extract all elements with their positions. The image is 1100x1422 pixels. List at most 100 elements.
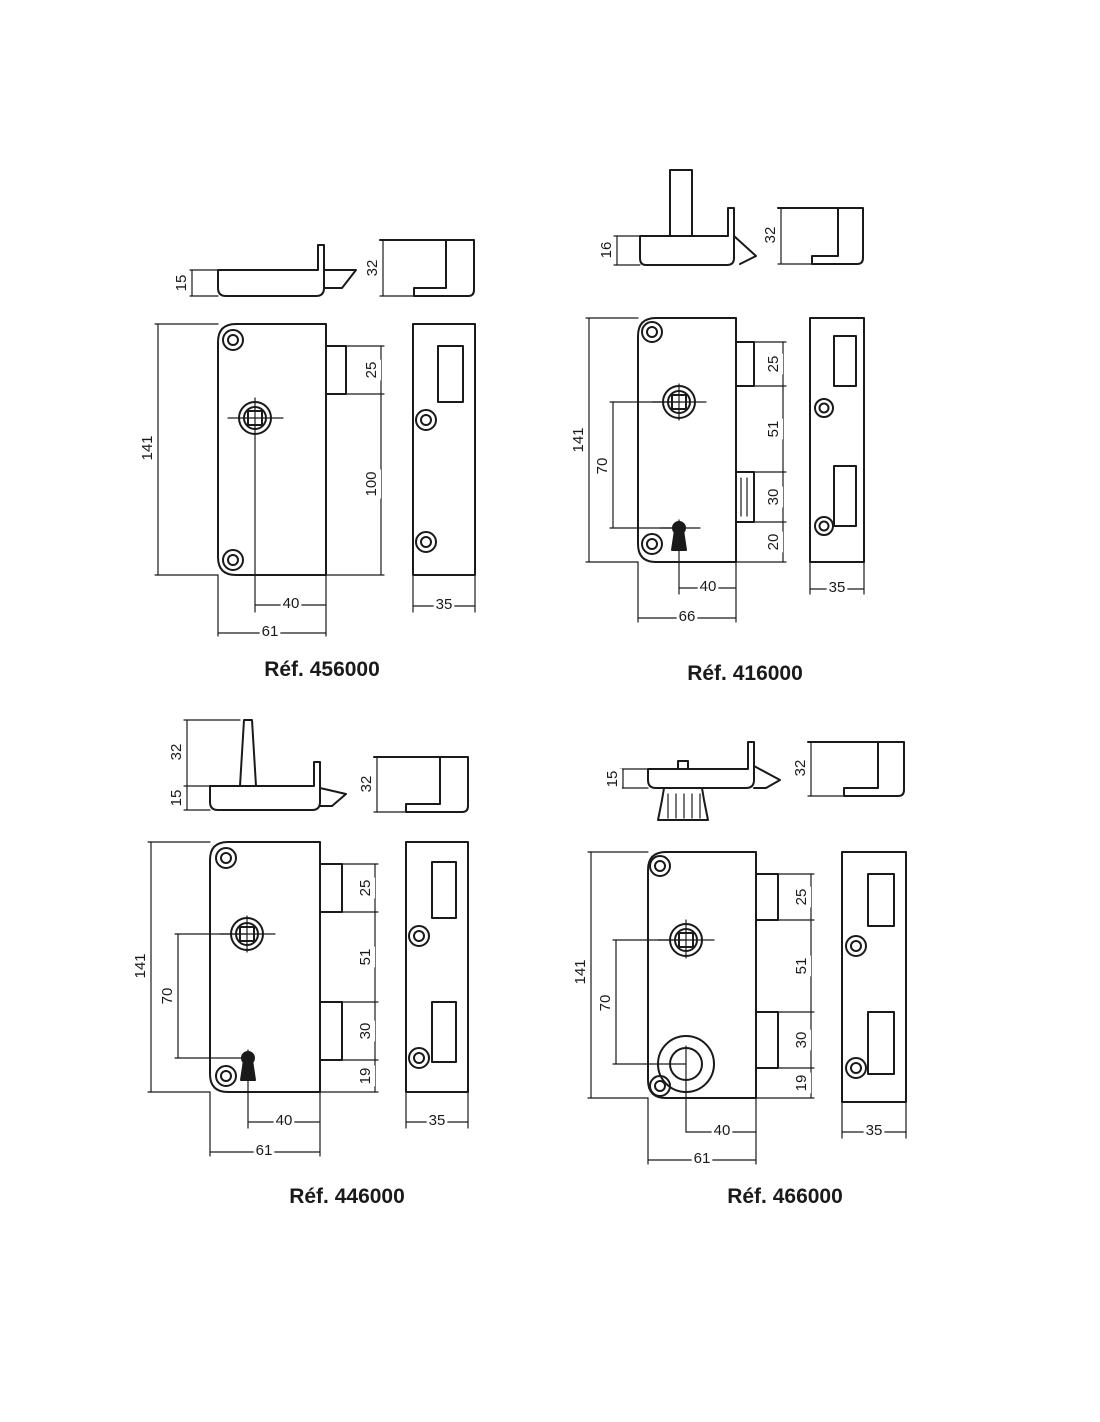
label-backing — [356, 1020, 375, 1042]
label-backing — [711, 1121, 733, 1140]
label-backing — [362, 469, 381, 499]
dim-lower-bolt: 30 — [793, 1032, 810, 1049]
dim-depth: 32 — [358, 776, 375, 793]
dim-plate: 15 — [168, 790, 185, 807]
strike-side-view: 32 — [791, 741, 905, 797]
dim-bottom: 19 — [793, 1075, 810, 1092]
label-backing — [273, 1111, 295, 1130]
dim-key-offset: 40 — [276, 1112, 293, 1129]
dim-plate: 15 — [604, 771, 621, 788]
label-backing — [792, 1072, 811, 1094]
knob-symbol — [657, 1035, 715, 1133]
dim-height: 141 — [132, 953, 149, 978]
keyhole-symbol — [240, 1049, 256, 1129]
label-backing — [792, 886, 811, 908]
dim-key-to-cylinder: 70 — [597, 995, 614, 1012]
reference-label: Réf. 466000 — [727, 1185, 843, 1208]
label-backing — [761, 224, 780, 246]
drawing-446000: 32 15 32 — [131, 719, 469, 1208]
label-backing — [603, 768, 622, 790]
dim-top-bolt: 25 — [793, 889, 810, 906]
dim-strike-width: 35 — [829, 579, 846, 596]
label-backing — [158, 985, 177, 1007]
side-view: 32 15 — [167, 719, 347, 811]
label-backing — [280, 594, 302, 613]
dim-width: 61 — [256, 1142, 273, 1159]
drawing-466000: 15 32 — [571, 741, 907, 1208]
strike-side-view: 32 — [363, 239, 475, 297]
dim-strike-width: 35 — [866, 1122, 883, 1139]
drawing-456000: 15 32 141 — [138, 239, 476, 681]
label-backing — [764, 418, 783, 440]
dim-top-bolt: 25 — [363, 362, 380, 379]
label-backing — [792, 1029, 811, 1051]
dim-width: 66 — [679, 608, 696, 625]
dim-lower-bolt: 30 — [765, 489, 782, 506]
label-backing — [597, 239, 616, 261]
reference-label: Réf. 416000 — [687, 662, 803, 685]
dim-width: 61 — [694, 1150, 711, 1167]
label-backing — [791, 757, 810, 779]
label-backing — [357, 773, 376, 795]
dim-key-to-cylinder: 70 — [594, 458, 611, 475]
cylinder-symbol — [657, 919, 715, 959]
dim-height: 141 — [572, 959, 589, 984]
dim-strike-width: 35 — [429, 1112, 446, 1129]
label-backing — [676, 607, 698, 626]
side-view: 16 — [597, 169, 757, 266]
label-backing — [691, 1149, 713, 1168]
label-backing — [433, 595, 455, 614]
side-view: 15 — [603, 741, 781, 821]
label-backing — [596, 992, 615, 1014]
dim-bottom: 19 — [357, 1068, 374, 1085]
label-backing — [593, 455, 612, 477]
label-backing — [356, 877, 375, 899]
label-backing — [569, 425, 588, 455]
label-backing — [764, 353, 783, 375]
dim-bolt-gap: 51 — [765, 421, 782, 438]
dim-depth: 32 — [364, 260, 381, 277]
front-view: 141 70 25 51 30 19 40 61 — [131, 841, 379, 1160]
label-backing — [356, 946, 375, 968]
dim-key-offset: 40 — [283, 595, 300, 612]
dim-bolt-gap: 51 — [793, 958, 810, 975]
strike-plate: 35 — [809, 317, 865, 597]
cylinder-symbol — [227, 397, 284, 613]
dim-top-bolt: 25 — [357, 880, 374, 897]
label-backing — [167, 787, 186, 809]
dim-key-to-cylinder: 70 — [159, 988, 176, 1005]
label-backing — [131, 951, 150, 981]
reference-label: Réf. 456000 — [264, 658, 380, 681]
strike-side-view: 32 — [761, 207, 864, 265]
label-backing — [363, 257, 382, 279]
dim-lower-bolt: 30 — [357, 1023, 374, 1040]
label-backing — [167, 741, 186, 763]
strike-side-view: 32 — [357, 756, 469, 813]
label-backing — [697, 577, 719, 596]
strike-plate: 35 — [841, 851, 907, 1140]
reference-label: Réf. 446000 — [289, 1185, 405, 1208]
front-view: 141 70 25 51 30 20 40 66 — [569, 317, 787, 626]
dim-top-bolt: 25 — [765, 356, 782, 373]
dim-key-offset: 40 — [700, 578, 717, 595]
dim-height: 141 — [139, 435, 156, 460]
label-backing — [764, 486, 783, 508]
dim-plate: 16 — [598, 242, 615, 259]
dim-spindle: 32 — [168, 744, 185, 761]
label-backing — [764, 531, 783, 553]
strike-plate: 35 — [412, 323, 476, 614]
dim-key-offset: 40 — [714, 1122, 731, 1139]
dim-height: 141 — [570, 427, 587, 452]
side-view: 15 — [172, 244, 357, 297]
dim-bolt-gap: 51 — [357, 949, 374, 966]
label-backing — [863, 1121, 885, 1140]
label-backing — [356, 1065, 375, 1087]
dim-width: 61 — [262, 623, 279, 640]
label-backing — [253, 1141, 275, 1160]
label-backing — [826, 578, 848, 597]
label-backing — [138, 433, 157, 463]
label-backing — [792, 955, 811, 977]
front-view: 141 70 25 51 30 19 40 61 — [571, 851, 815, 1168]
label-backing — [259, 622, 281, 641]
